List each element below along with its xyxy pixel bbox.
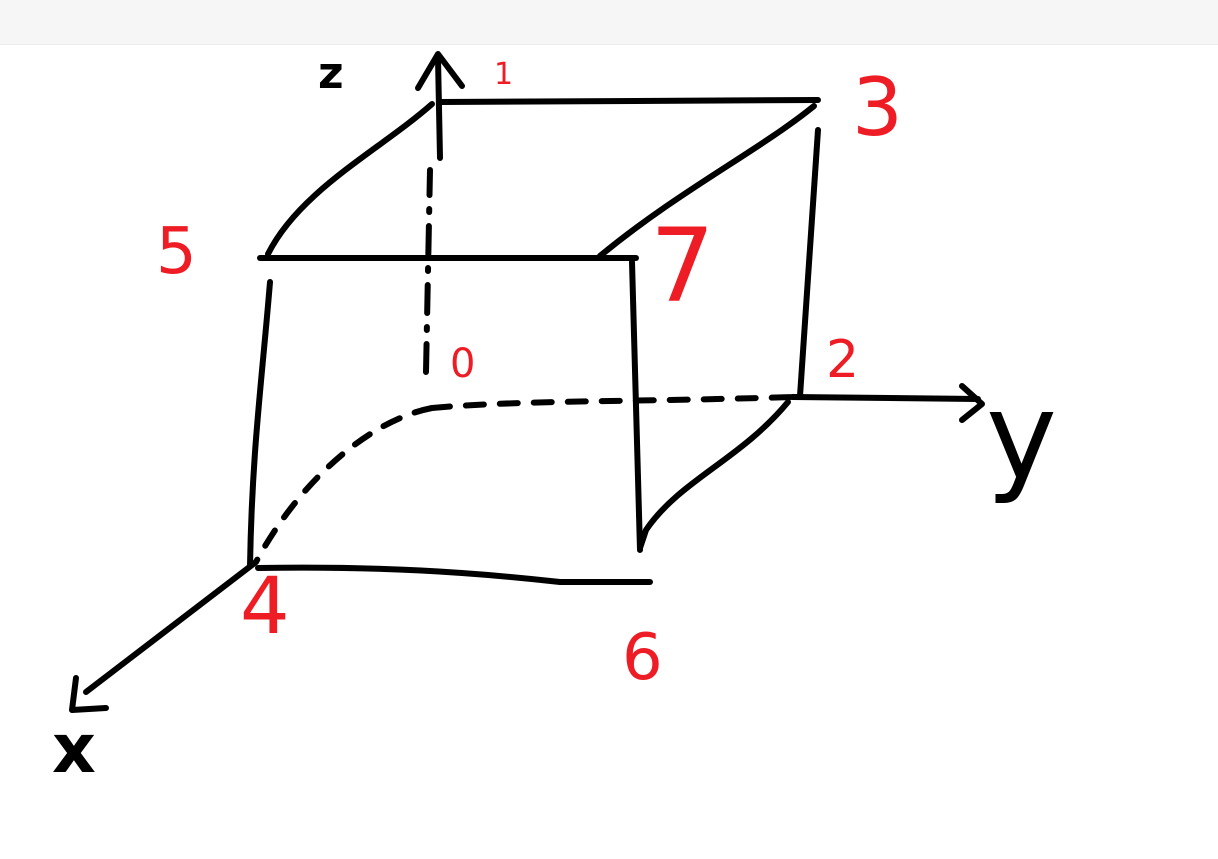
x-axis-arrowhead <box>69 675 109 713</box>
z-axis-arrowhead <box>415 51 465 91</box>
hidden-edge-0-2 <box>429 394 795 411</box>
edge-4-6 <box>255 564 653 585</box>
vertex-label-2: 2 <box>826 330 860 390</box>
x-axis-label: x <box>52 710 96 789</box>
top-toolbar <box>0 0 1218 45</box>
edge-2-6 <box>637 399 791 551</box>
vertex-label-1: 1 <box>494 57 514 92</box>
vertex-label-0: 0 <box>450 341 476 387</box>
vertex-label-4: 4 <box>240 562 290 652</box>
y-axis-arrowhead <box>959 383 985 423</box>
edge-3-2 <box>797 127 821 399</box>
edge-7-6 <box>629 259 643 553</box>
edge-5-4 <box>247 279 273 569</box>
y-axis-label: y <box>986 368 1058 507</box>
vertex-label-5: 5 <box>156 215 197 289</box>
vertex-label-7: 7 <box>650 207 715 326</box>
edge-1-3 <box>437 97 821 105</box>
z-axis-line <box>435 55 443 161</box>
vertex-label-6: 6 <box>622 621 663 695</box>
hidden-edge-0-4 <box>253 405 435 565</box>
z-axis-label: z <box>318 48 344 99</box>
hidden-edge-0-1 <box>423 167 433 375</box>
vertex-label-3: 3 <box>852 61 903 154</box>
edge-1-5 <box>265 101 435 257</box>
x-axis-line <box>83 559 259 695</box>
edge-3-7 <box>597 103 817 259</box>
y-axis-line <box>789 394 981 402</box>
